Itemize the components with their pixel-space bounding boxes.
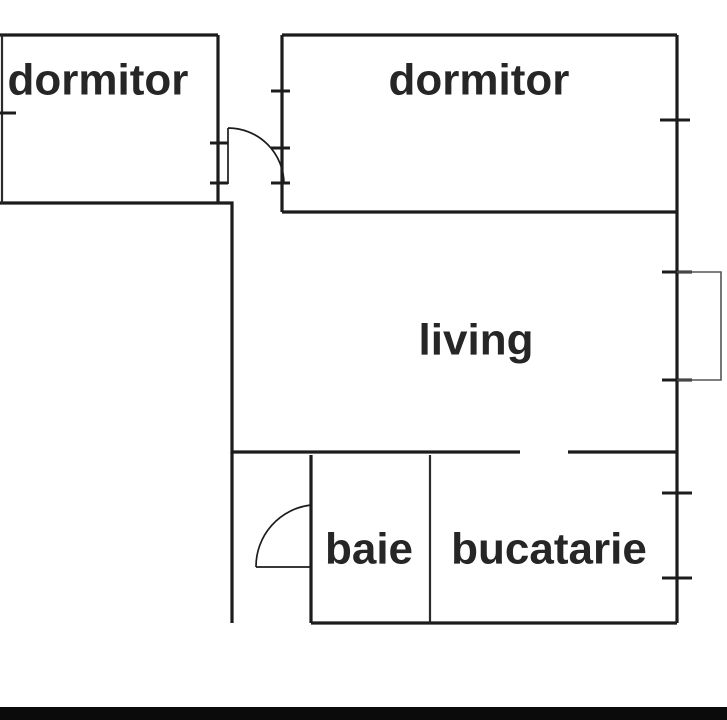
balcony-right <box>677 271 722 381</box>
door-bedroom-right-swing-arc <box>227 127 285 185</box>
bottom-black-bar <box>0 707 727 720</box>
room-label-living: living <box>419 316 534 365</box>
room-bedroom-right <box>271 33 690 214</box>
room-bedroom-left <box>0 33 220 205</box>
door-bathroom-leaf <box>256 505 312 568</box>
room-label-bedroom-right: dormitor <box>389 56 570 105</box>
wall-living-west <box>218 201 311 454</box>
balcony-outline <box>677 271 722 381</box>
door-bathroom[interactable] <box>255 504 312 568</box>
room-label-bedroom-left: dormitor <box>8 56 189 105</box>
room-label-kitchen: bucatarie <box>451 525 647 574</box>
door-bathroom-swing-arc <box>255 504 312 568</box>
room-kitchen <box>430 491 692 625</box>
room-label-bathroom: baie <box>325 525 413 574</box>
door-bedroom-right[interactable] <box>210 127 285 185</box>
